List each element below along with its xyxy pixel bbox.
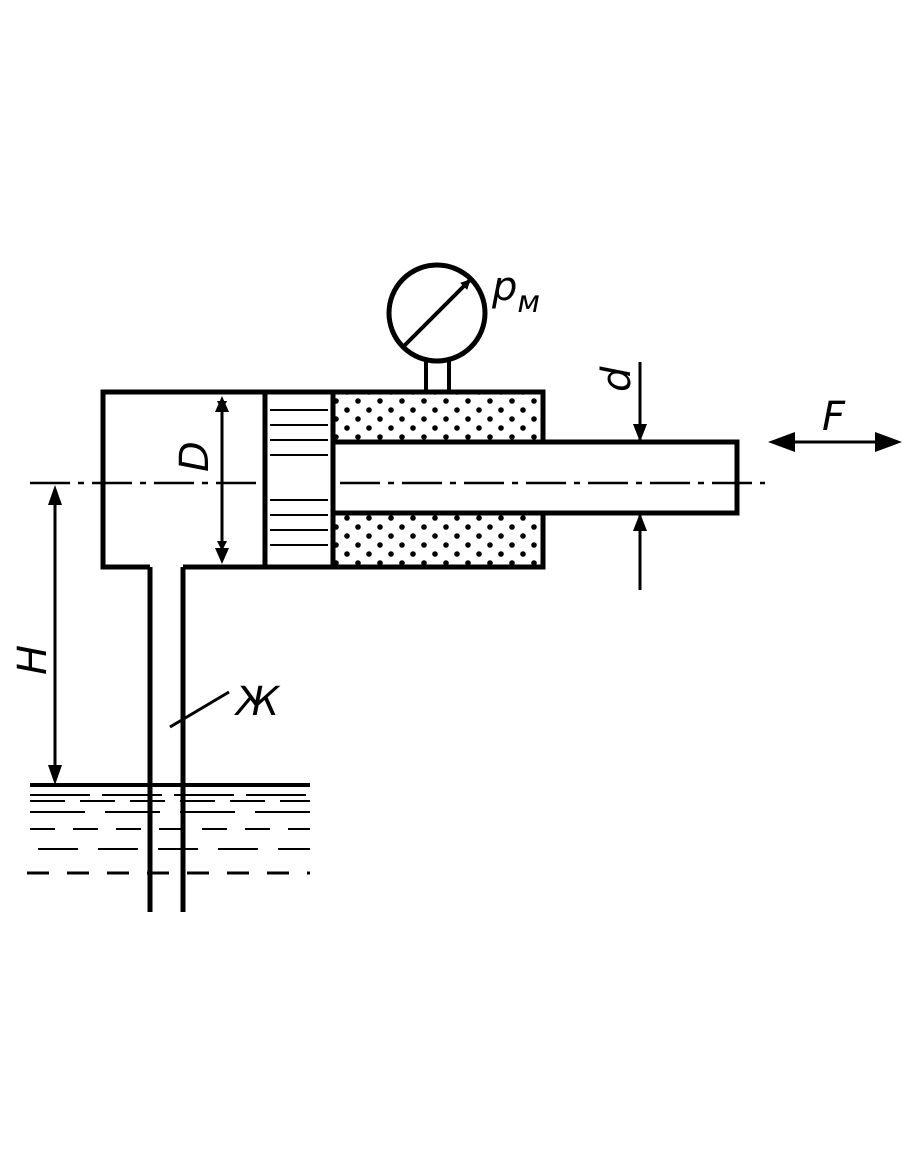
H-label: H (10, 645, 56, 675)
gauge-pressure-label: pм (491, 264, 540, 320)
D-label: D (172, 441, 218, 472)
piston-rod (333, 439, 740, 516)
liquid-leader (169, 690, 230, 729)
gauge-needle (400, 278, 472, 350)
packing-bottom (330, 510, 546, 570)
packing-top (330, 389, 546, 445)
pressure-gauge (386, 262, 488, 364)
liquid-reservoir (27, 783, 310, 875)
d-label: d (594, 366, 640, 392)
piston-hatching (270, 409, 328, 546)
F-label: F (822, 394, 846, 440)
piston (262, 389, 336, 570)
liquid-label: Ж (233, 679, 281, 725)
